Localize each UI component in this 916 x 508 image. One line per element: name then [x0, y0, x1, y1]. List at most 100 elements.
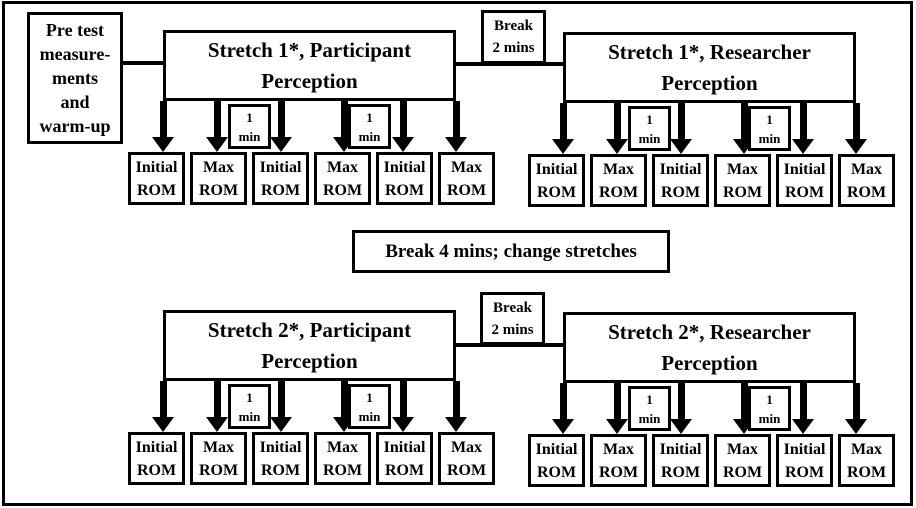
stretch-title-line: Stretch 2*, Researcher: [608, 319, 811, 344]
one-min-box: 1 min: [628, 386, 671, 431]
down-arrow-icon: [845, 103, 867, 154]
break-4min-label: Break 4 mins; change stretches: [385, 240, 637, 262]
rom-line: ROM: [660, 183, 701, 201]
one-min-line: min: [758, 130, 781, 146]
rom-line: Initial: [535, 160, 578, 178]
initial-rom-box: Initial ROM: [776, 434, 833, 487]
one-min-box: 1 min: [748, 106, 791, 151]
arrow-shaft: [613, 103, 621, 139]
rom-line: Max: [202, 438, 235, 456]
arrow-head: [270, 417, 292, 432]
rom-line: Max: [850, 440, 883, 458]
arrow-head: [152, 417, 174, 432]
arrow-head: [552, 419, 574, 434]
down-arrow-icon: [206, 101, 228, 152]
arrow-head: [445, 417, 467, 432]
max-rom-box: Max ROM: [714, 154, 771, 207]
arrow-head: [552, 139, 574, 154]
arrow-head: [670, 139, 692, 154]
one-min-box: 1 min: [228, 384, 271, 429]
max-rom-box: Max ROM: [438, 152, 495, 205]
arrow-shaft: [613, 383, 621, 419]
down-arrow-icon: [445, 101, 467, 152]
rom-line: Max: [850, 160, 883, 178]
arrow-head: [845, 419, 867, 434]
rom-line: Initial: [135, 438, 178, 456]
initial-rom-box: Initial ROM: [128, 432, 185, 485]
arrow-shaft: [159, 381, 167, 417]
break-2min-box-top: Break 2 mins: [481, 10, 546, 64]
initial-rom-box: Initial ROM: [252, 152, 309, 205]
arrow-shaft: [799, 383, 807, 419]
max-rom-box: Max ROM: [314, 152, 371, 205]
max-rom-box: Max ROM: [190, 152, 247, 205]
max-rom-box: Max ROM: [190, 432, 247, 485]
rom-line: ROM: [446, 461, 487, 479]
down-arrow-icon: [845, 383, 867, 434]
stretch-title-line: Stretch 2*, Participant: [207, 317, 412, 342]
break-line: 2 mins: [491, 321, 534, 338]
stretch2-participant-unit: Stretch 2*, Participant Perception 1 min…: [128, 310, 495, 486]
rom-line: Initial: [383, 438, 426, 456]
connector-stretch2-participant-to-researcher: [455, 343, 564, 347]
down-arrow-icon: [392, 381, 414, 432]
rom-line: Max: [202, 158, 235, 176]
rom-line: Initial: [535, 440, 578, 458]
rom-line: Initial: [659, 160, 702, 178]
arrow-shaft: [740, 383, 748, 419]
rom-line: Max: [726, 160, 759, 178]
pretest-line: measure-: [39, 44, 111, 64]
rom-line: Initial: [659, 440, 702, 458]
rom-line: ROM: [722, 183, 763, 201]
one-min-line: 1: [766, 111, 773, 127]
rom-line: Initial: [783, 160, 826, 178]
arrow-shaft: [677, 103, 685, 139]
one-min-line: min: [358, 128, 381, 144]
one-min-line: min: [638, 410, 661, 426]
break-2min-box-bottom: Break 2 mins: [480, 292, 545, 345]
arrow-head: [392, 137, 414, 152]
down-arrow-icon: [445, 381, 467, 432]
rom-line: ROM: [722, 463, 763, 481]
rom-line: ROM: [660, 463, 701, 481]
rom-line: ROM: [198, 181, 239, 199]
arrow-shaft: [677, 383, 685, 419]
rom-line: Max: [602, 440, 635, 458]
rom-line: ROM: [598, 463, 639, 481]
initial-rom-box: Initial ROM: [776, 154, 833, 207]
stretch-title-line: Stretch 1*, Researcher: [608, 39, 811, 64]
arrow-shaft: [399, 101, 407, 137]
arrow-head: [845, 139, 867, 154]
break-4min-box: Break 4 mins; change stretches: [352, 230, 670, 273]
pretest-box: Pre test measure- ments and warm-up: [27, 12, 123, 144]
down-arrow-icon: [392, 101, 414, 152]
arrow-shaft: [799, 103, 807, 139]
arrow-head: [152, 137, 174, 152]
down-arrow-icon: [152, 381, 174, 432]
stretch2-researcher-unit: Stretch 2*, Researcher Perception 1 min …: [528, 312, 895, 488]
arrow-head: [392, 417, 414, 432]
rom-line: ROM: [384, 461, 425, 479]
break-line: 2 mins: [492, 40, 535, 56]
down-arrow-icon: [206, 381, 228, 432]
one-min-line: min: [238, 408, 261, 424]
pretest-line: Pre test: [45, 20, 105, 40]
rom-line: ROM: [260, 181, 301, 199]
pretest-line: warm-up: [39, 116, 111, 136]
rom-line: ROM: [322, 181, 363, 199]
max-rom-box: Max ROM: [590, 434, 647, 487]
rom-line: Initial: [259, 438, 302, 456]
one-min-line: 1: [366, 389, 373, 405]
arrow-head: [206, 417, 228, 432]
one-min-box: 1 min: [348, 384, 391, 429]
down-arrow-icon: [670, 103, 692, 154]
rom-line: ROM: [198, 461, 239, 479]
rom-line: Max: [726, 440, 759, 458]
rom-line: Max: [450, 158, 483, 176]
initial-rom-box: Initial ROM: [528, 154, 585, 207]
arrow-shaft: [559, 103, 567, 139]
stretch-title-line: Stretch 1*, Participant: [207, 37, 412, 62]
rom-line: ROM: [598, 183, 639, 201]
stretch2-participant-header-box: Stretch 2*, Participant Perception: [163, 310, 456, 381]
